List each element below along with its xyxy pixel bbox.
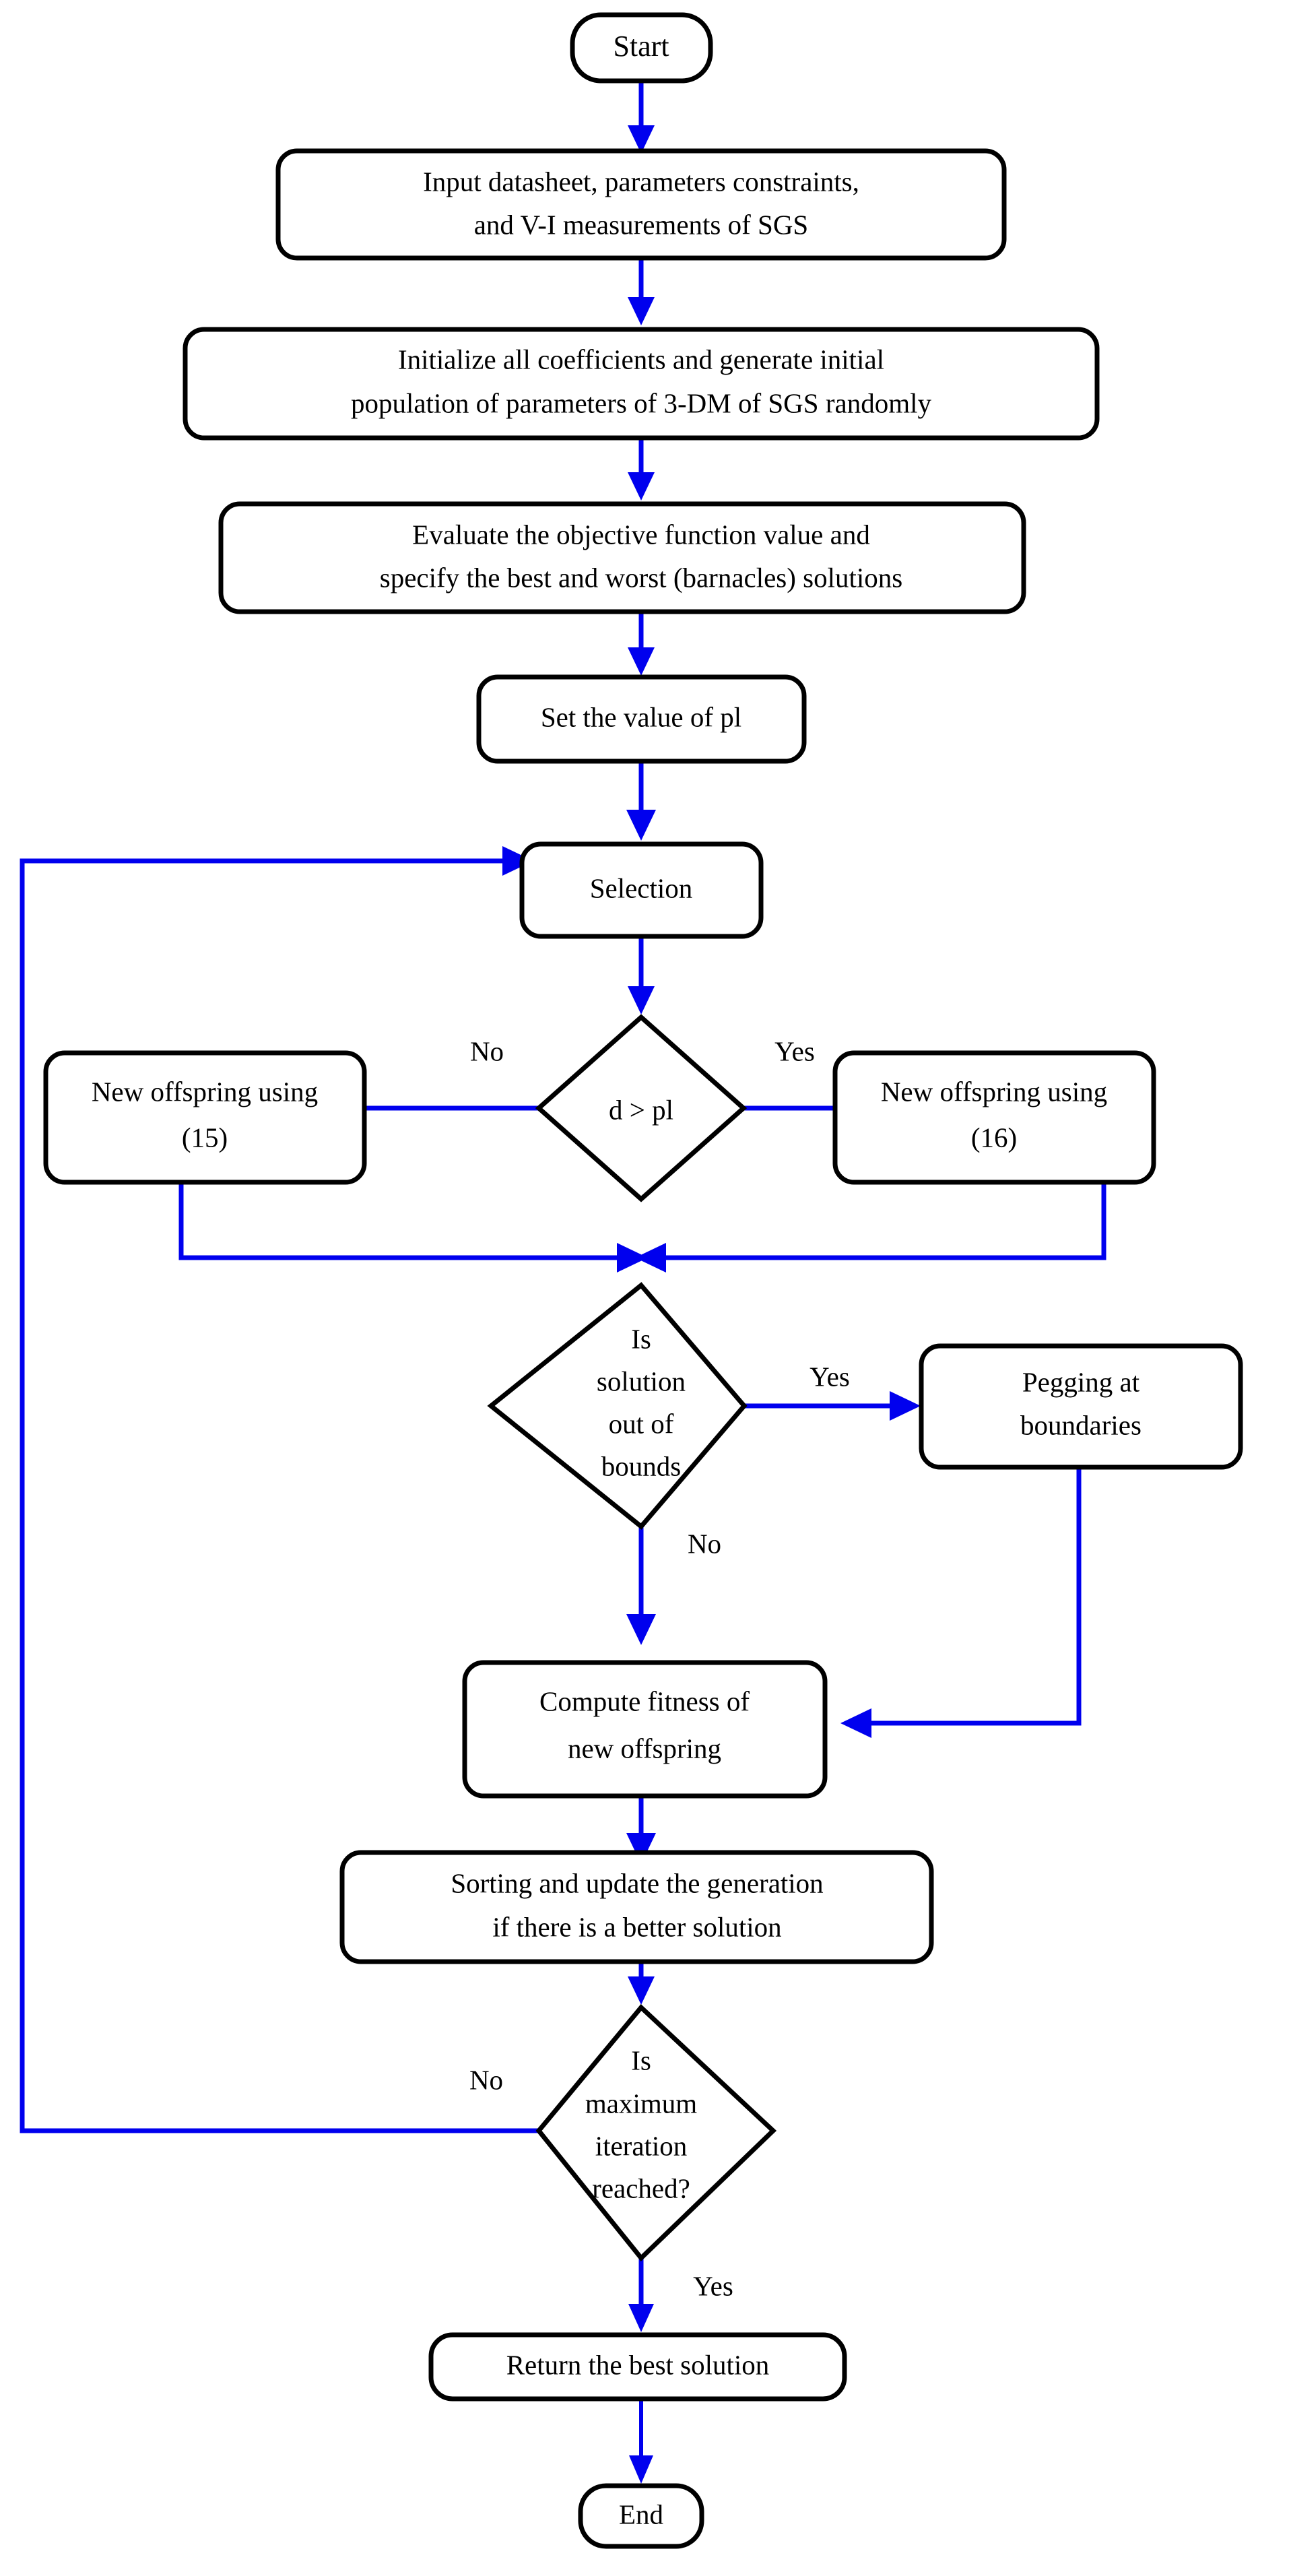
node-selection-label: Selection (590, 872, 693, 903)
node-selection[interactable]: Selection (519, 841, 764, 939)
edge-maxiter-yes-to-return (628, 2257, 654, 2332)
edge-selection-to-dgtpl (628, 936, 655, 1015)
node-input-line1: Input datasheet, parameters constraints, (423, 166, 859, 197)
node-set-pl[interactable]: Set the value of pl (476, 674, 807, 764)
node-max-iter[interactable]: Is maximum iteration reached? (535, 2003, 777, 2262)
node-out-of-bounds-line4: bounds (601, 1450, 681, 1481)
node-initialize-line1: Initialize all coefficients and generate… (398, 344, 884, 375)
node-pegging-line1: Pegging at (1022, 1366, 1140, 1397)
edge-evaluate-to-setpl (628, 612, 655, 676)
node-offspring-16-line1: New offspring using (881, 1076, 1107, 1107)
edge-pegging-to-compute (840, 1467, 1082, 1738)
node-return-label: Return the best solution (506, 2349, 770, 2380)
edge-label-bounds-yes: Yes (809, 1361, 850, 1392)
node-offspring-15-line1: New offspring using (92, 1076, 318, 1107)
edge-label-maxiter-yes: Yes (693, 2270, 733, 2301)
edge-offspring15-to-bounds (178, 1182, 648, 1273)
node-set-pl-label: Set the value of pl (541, 701, 741, 732)
edge-setpl-to-selection (626, 761, 656, 841)
node-offspring-16[interactable]: New offspring using (16) (832, 1050, 1156, 1185)
node-return[interactable]: Return the best solution (428, 2332, 847, 2402)
node-compute[interactable]: Compute fitness of new offspring (462, 1660, 828, 1799)
edge-offspring16-to-bounds (635, 1182, 1106, 1273)
edge-input-to-initialize (628, 258, 655, 325)
node-input[interactable]: Input datasheet, parameters constraints,… (275, 148, 1007, 261)
edge-initialize-to-evaluate (628, 438, 655, 501)
node-sorting-line1: Sorting and update the generation (451, 1867, 823, 1898)
node-initialize[interactable]: Initialize all coefficients and generate… (183, 327, 1100, 441)
node-d-gt-pl[interactable]: d > pl (535, 1014, 748, 1202)
node-offspring-15-line2: (15) (182, 1122, 228, 1153)
node-input-line2: and V-I measurements of SGS (474, 209, 809, 240)
edge-label-dgtpl-yes: Yes (774, 1035, 815, 1066)
node-offspring-16-line2: (16) (971, 1122, 1017, 1153)
node-max-iter-line2: maximum (585, 2088, 697, 2119)
edge-sorting-to-maxiter (628, 1962, 655, 2005)
edge-bounds-no-to-compute (626, 1525, 656, 1645)
node-start-label: Start (613, 30, 669, 63)
edge-start-to-input (628, 81, 655, 154)
node-sorting[interactable]: Sorting and update the generation if the… (339, 1850, 934, 1964)
node-offspring-15[interactable]: New offspring using (15) (43, 1050, 367, 1185)
node-max-iter-line1: Is (631, 2044, 651, 2075)
node-evaluate-line2: specify the best and worst (barnacles) s… (380, 562, 903, 593)
node-start[interactable]: Start (570, 12, 713, 84)
edge-maxiter-no-loopback-to-selection (20, 846, 539, 2133)
node-max-iter-line3: iteration (595, 2130, 688, 2161)
edge-label-dgtpl-no: No (470, 1035, 504, 1066)
node-pegging-line2: boundaries (1020, 1409, 1142, 1440)
edge-compute-to-sorting (626, 1796, 656, 1864)
node-sorting-line2: if there is a better solution (492, 1911, 781, 1942)
node-out-of-bounds[interactable]: Is solution out of bounds (487, 1282, 748, 1530)
node-end-label: End (619, 2499, 663, 2530)
node-max-iter-line4: reached? (592, 2172, 690, 2203)
node-out-of-bounds-line2: solution (597, 1365, 686, 1396)
node-evaluate-line1: Evaluate the objective function value an… (412, 519, 870, 550)
node-compute-line2: new offspring (568, 1733, 721, 1764)
edge-label-bounds-no: No (688, 1528, 721, 1559)
node-evaluate[interactable]: Evaluate the objective function value an… (218, 501, 1026, 614)
node-compute-line1: Compute fitness of (539, 1685, 750, 1716)
edge-label-maxiter-no: No (469, 2064, 503, 2095)
node-d-gt-pl-label: d > pl (609, 1094, 673, 1125)
node-initialize-line2: population of parameters of 3-DM of SGS … (351, 387, 931, 418)
node-out-of-bounds-line1: Is (631, 1323, 651, 1354)
node-end[interactable]: End (578, 2483, 704, 2549)
node-out-of-bounds-line3: out of (609, 1408, 674, 1439)
node-pegging[interactable]: Pegging at boundaries (919, 1343, 1243, 1470)
edge-return-to-end (629, 2398, 653, 2484)
edge-bounds-yes-to-pegging (744, 1391, 921, 1421)
